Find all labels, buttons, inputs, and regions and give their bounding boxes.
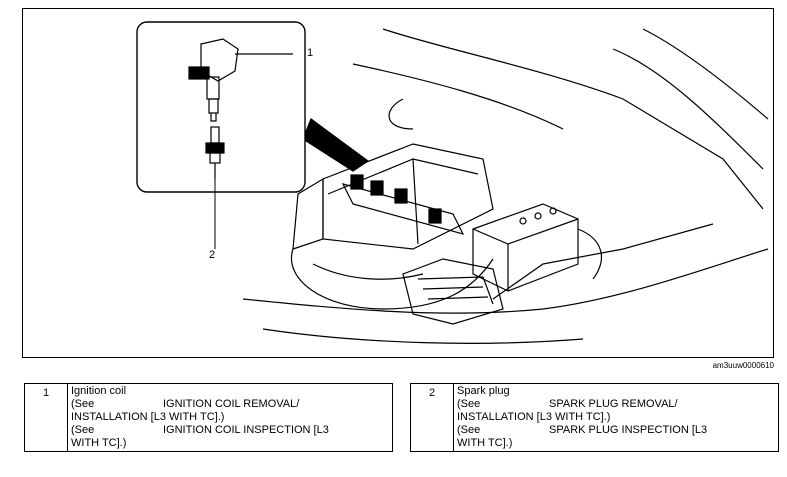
- legend-table-spark-plug: 2 Spark plug (See SPARK PLUG REMOVAL/ INS…: [410, 383, 779, 452]
- legend-description: Ignition coil (See IGNITION COIL REMOVAL/…: [67, 383, 393, 452]
- reference-continuation[interactable]: WITH TC].): [71, 437, 127, 449]
- inset-pointer: [302, 118, 370, 172]
- spark-plug-part: [205, 126, 225, 249]
- reference-continuation[interactable]: WITH TC].): [457, 437, 513, 449]
- reference-line: (See IGNITION COIL INSPECTION [L3: [71, 424, 389, 437]
- engine-diagram-frame: 1 2: [22, 8, 774, 358]
- reference-line: (See SPARK PLUG INSPECTION [L3: [457, 424, 775, 437]
- see-label: (See: [457, 398, 481, 410]
- air-filter-box: [402, 258, 504, 325]
- ignition-coil-part: [188, 38, 293, 122]
- inset-frame: [136, 21, 306, 193]
- reference-line: (See SPARK PLUG REMOVAL/: [457, 398, 775, 411]
- part-name: Ignition coil: [71, 385, 127, 397]
- reference-link-ignition-coil-inspection[interactable]: IGNITION COIL INSPECTION [L3: [163, 424, 329, 436]
- coil-on-engine-4: [428, 208, 442, 224]
- figure-code: am3uuw0000610: [712, 361, 774, 370]
- reference-link-spark-plug-inspection[interactable]: SPARK PLUG INSPECTION [L3: [549, 424, 708, 436]
- legend-number: 2: [410, 383, 454, 452]
- coil-on-engine-2: [370, 180, 384, 196]
- reference-link-spark-plug-removal[interactable]: SPARK PLUG REMOVAL/: [549, 398, 678, 410]
- legend-table-ignition-coil: 1 Ignition coil (See IGNITION COIL REMOVA…: [24, 383, 393, 452]
- engine-illustration: [136, 21, 769, 344]
- legend-number: 1: [24, 383, 68, 452]
- callout-1: 1: [307, 47, 314, 59]
- reference-continuation[interactable]: INSTALLATION [L3 WITH TC].): [457, 411, 611, 423]
- reference-continuation[interactable]: INSTALLATION [L3 WITH TC].): [71, 411, 225, 423]
- reference-line: (See IGNITION COIL REMOVAL/: [71, 398, 389, 411]
- legend-description: Spark plug (See SPARK PLUG REMOVAL/ INSTA…: [453, 383, 779, 452]
- see-label: (See: [71, 424, 95, 436]
- part-name: Spark plug: [457, 385, 510, 397]
- see-label: (See: [457, 424, 481, 436]
- see-label: (See: [71, 398, 95, 410]
- hood-outline: [382, 28, 764, 210]
- reference-link-ignition-coil-removal[interactable]: IGNITION COIL REMOVAL/: [163, 398, 300, 410]
- callout-2: 2: [209, 249, 216, 261]
- battery: [472, 203, 579, 292]
- coil-on-engine-1: [350, 174, 364, 190]
